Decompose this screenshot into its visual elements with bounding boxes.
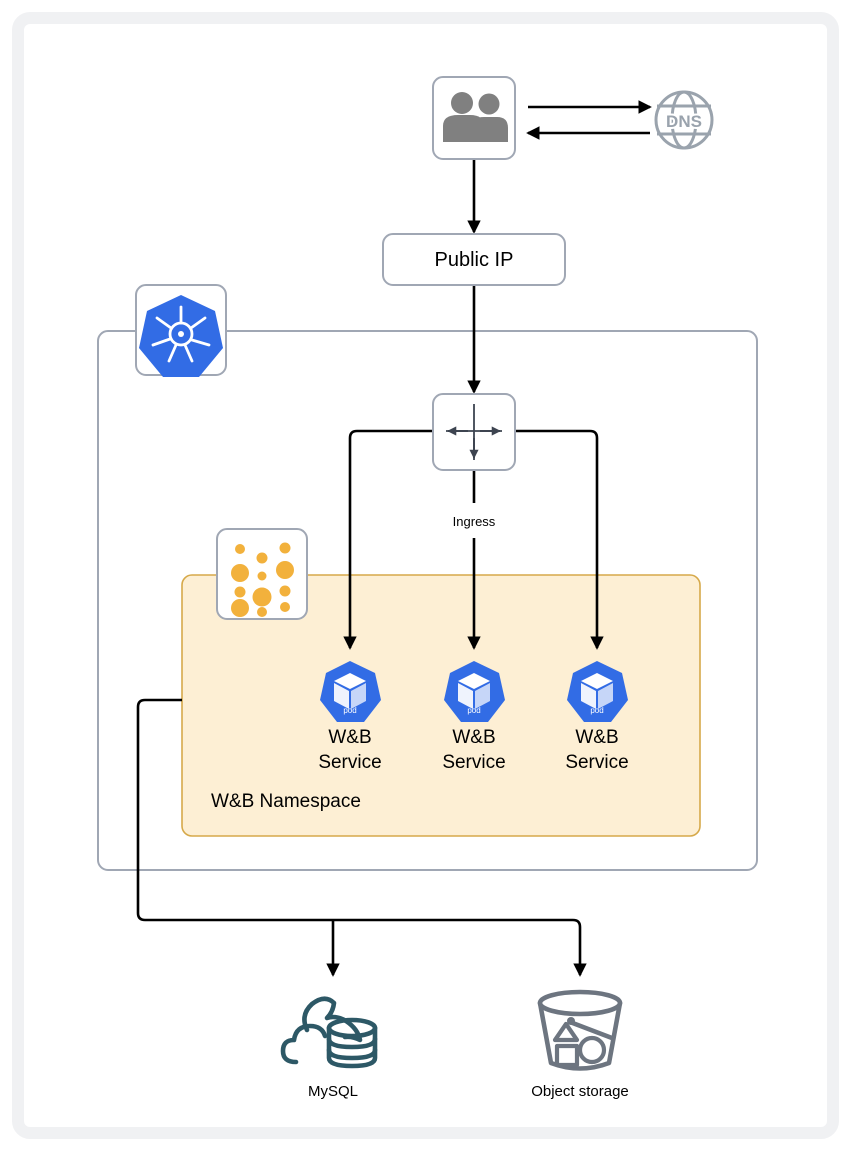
mysql-label: MySQL [307, 1083, 358, 1100]
pod-1-label-line1: W&B [328, 727, 372, 748]
pod-heptagon [320, 661, 381, 722]
pod-3-label-line2: Service [565, 752, 629, 773]
pod-badge-text: pod [590, 706, 603, 715]
bucket-handle-knob [567, 1017, 575, 1025]
namespace-region [181, 574, 701, 837]
pod-heptagon [444, 661, 505, 722]
pod-cube-icon [334, 673, 366, 709]
dns-node[interactable]: DNS [654, 90, 714, 150]
users-icon [443, 92, 508, 142]
mysql-node[interactable] [280, 996, 378, 1069]
pod-2-label-line2: Service [442, 752, 506, 773]
kubernetes-icon [139, 295, 223, 377]
bucket-icon [537, 989, 623, 1071]
pod-1[interactable]: pod [320, 661, 381, 722]
namespace-node[interactable] [216, 528, 308, 620]
mysql-dolphin-icon [280, 996, 378, 1069]
pod-3-label-line1: W&B [575, 727, 619, 748]
users-node[interactable] [432, 76, 516, 160]
ingress-icon [446, 404, 502, 460]
object-storage-node[interactable] [537, 989, 625, 1071]
object-storage-label: Object storage [531, 1083, 629, 1100]
pod-cube-icon [458, 673, 490, 709]
dns-label: DNS [666, 112, 702, 131]
pod-2[interactable]: pod [444, 661, 505, 722]
pod-badge-text: pod [467, 706, 480, 715]
pod-1-label-line2: Service [318, 752, 382, 773]
ingress-node[interactable] [432, 393, 516, 471]
kubernetes-node[interactable] [135, 284, 227, 377]
namespace-dots-icon [231, 542, 294, 617]
public-ip-box[interactable] [382, 233, 566, 286]
namespace-label: W&B Namespace [211, 791, 361, 812]
pod-3[interactable]: pod [567, 661, 628, 722]
pod-cube-icon [581, 673, 613, 709]
dns-globe-icon [654, 90, 714, 150]
pod-heptagon [567, 661, 628, 722]
cluster-boundary [97, 330, 758, 871]
pod-badge-text: pod [343, 706, 356, 715]
public-ip-label: Public IP [434, 249, 514, 271]
edge-ingress-to-pod-1 [343, 429, 433, 650]
pod-2-label-line1: W&B [452, 727, 496, 748]
edge-ingress-to-pod-3 [515, 429, 604, 650]
edge-namespace-to-storage-trunk [136, 698, 587, 977]
ingress-label: Ingress [452, 514, 496, 529]
